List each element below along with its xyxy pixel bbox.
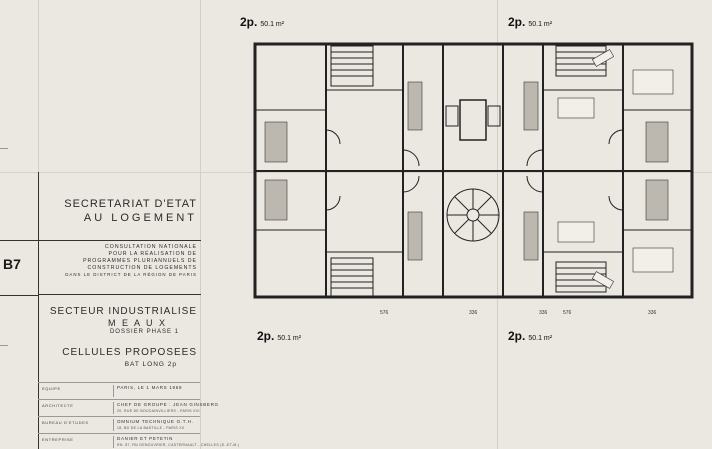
info-sub: RN. 87, RN GENOUVRIER, CASTERNAULT - CHE… — [117, 443, 240, 447]
info-label: EQUIPE — [42, 386, 61, 391]
divider — [113, 419, 114, 431]
info-sub: 18, BD DE LA BASTILLE - PARIS XII — [117, 426, 185, 430]
chair — [591, 49, 615, 67]
sector: SECTEUR INDUSTRIALISE — [49, 306, 197, 317]
divider — [113, 385, 114, 397]
unit-label-bottom-right: 2p.50.1 m² — [508, 329, 553, 343]
info-row: EQUIPE PARIS, LE 1 MARS 1968 — [38, 382, 200, 399]
sofa — [557, 97, 595, 119]
fold-line — [0, 172, 712, 173]
info-label: ARCHITECTE — [42, 403, 74, 408]
bathroom — [264, 121, 288, 163]
bed — [632, 69, 674, 95]
kitchen-unit — [523, 211, 539, 261]
bathroom — [264, 179, 288, 221]
lift-core — [459, 99, 487, 141]
unit-label-bottom-left: 2p.50.1 m² — [257, 329, 302, 343]
divider — [113, 436, 114, 448]
info-main: DANIER ET PETETIN — [117, 436, 174, 441]
chair — [591, 271, 615, 289]
divider — [39, 240, 201, 241]
title-block: SECRETARIAT D'ETAT AU LOGEMENT CONSULTAT… — [38, 172, 201, 449]
margin-mark — [0, 345, 8, 346]
code-box-line — [0, 240, 38, 241]
bathroom — [645, 121, 669, 163]
info-row: ARCHITECTE CHEF DE GROUPE : JEAN GINSBER… — [38, 399, 218, 416]
info-main: CHEF DE GROUPE : JEAN GINSBERG — [117, 402, 219, 407]
stair-top-left — [330, 45, 374, 87]
kitchen-unit — [523, 81, 539, 131]
cells: CELLULES PROPOSEES — [62, 347, 197, 358]
code-box-line — [0, 295, 38, 296]
consultation-1: CONSULTATION NATIONALE — [105, 244, 197, 250]
info-grid: EQUIPE PARIS, LE 1 MARS 1968 ARCHITECTE … — [38, 382, 239, 449]
title-line-1: SECRETARIAT D'ETAT — [64, 198, 197, 210]
dimension-label: 336 — [539, 310, 548, 316]
floor-plan — [253, 42, 694, 299]
info-row: ENTREPRISE DANIER ET PETETIN RN. 87, RN … — [38, 433, 239, 449]
dimension-label: 576 — [563, 310, 572, 316]
title-line-2: AU LOGEMENT — [83, 212, 197, 224]
dimension-label: 576 — [380, 310, 389, 316]
dimension-label: 336 — [469, 310, 478, 316]
dimension-label: 336 — [648, 310, 657, 316]
margin-mark — [0, 148, 8, 149]
fold-line — [200, 0, 201, 449]
phase: DOSSIER PHASE 1 — [109, 329, 179, 335]
info-main: PARIS, LE 1 MARS 1968 — [117, 385, 183, 390]
unit-label-top-left: 2p.50.1 m² — [240, 15, 285, 29]
consultation-4: CONSTRUCTION DE LOGEMENTS — [87, 265, 197, 271]
info-label: ENTREPRISE — [42, 437, 74, 442]
sofa — [557, 221, 595, 243]
sheet-code: B7 — [3, 256, 21, 272]
info-row: BUREAU D'ETUDES OMNIUM TECHNIQUE O.T.H. … — [38, 416, 200, 433]
unit-label-top-right: 2p.50.1 m² — [508, 15, 553, 29]
info-main: OMNIUM TECHNIQUE O.T.H. — [117, 419, 194, 424]
bathroom — [645, 179, 669, 221]
consultation-2: POUR LA RÉALISATION DE — [108, 251, 197, 257]
divider — [39, 294, 201, 295]
spiral-stair — [446, 188, 500, 242]
kitchen-unit — [407, 81, 423, 131]
kitchen-unit — [407, 211, 423, 261]
consultation-3: PROGRAMMES PLURIANNUELS DE — [83, 258, 197, 264]
building: BAT LONG 2p — [124, 361, 177, 368]
consultation-5: DANS LE DISTRICT DE LA RÉGION DE PARIS — [65, 272, 197, 277]
stair-bottom-left — [330, 257, 374, 297]
divider — [113, 402, 114, 414]
info-sub: 20, RUE DE BOUCAINVILLIERS - PARIS XVI — [117, 409, 200, 413]
bed — [632, 247, 674, 273]
info-label: BUREAU D'ETUDES — [42, 420, 89, 425]
city: M E A U X — [107, 318, 167, 328]
